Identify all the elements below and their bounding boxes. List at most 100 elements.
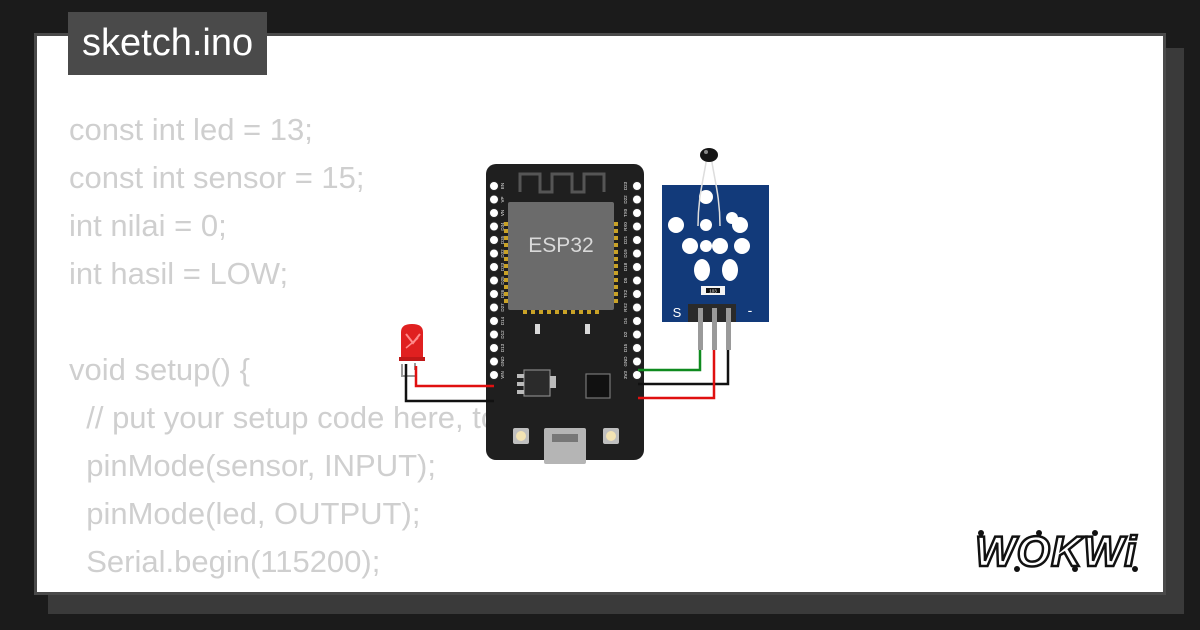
- red-led[interactable]: [399, 324, 425, 377]
- board-pin[interactable]: [489, 221, 499, 232]
- chip-pad: [504, 236, 508, 240]
- micro-usb-port[interactable]: [544, 428, 586, 464]
- board-pin[interactable]: [632, 316, 642, 326]
- code-line: const int led = 13;: [69, 112, 313, 147]
- board-pin[interactable]: [489, 302, 499, 313]
- esp32-board[interactable]: ESP32 ENVPVND34D35D32D33D25D26D27D14D12D…: [486, 164, 644, 464]
- board-pin[interactable]: [632, 235, 642, 245]
- board-pin-label: D4: [623, 318, 628, 324]
- chip-pad: [504, 271, 508, 275]
- chip-pad: [614, 299, 618, 303]
- chip-pad: [531, 310, 535, 314]
- code-line: pinMode(sensor, INPUT);: [69, 448, 436, 483]
- thermistor-module[interactable]: 103 S -: [662, 148, 769, 350]
- chip-pad: [563, 310, 567, 314]
- board-pin-label: D32: [500, 249, 505, 258]
- board-pin-label: D13: [500, 343, 505, 352]
- chip-pad: [504, 299, 508, 303]
- code-line: }: [69, 586, 636, 592]
- chip-pad: [587, 310, 591, 314]
- board-pin[interactable]: [489, 248, 499, 259]
- board-pin[interactable]: [632, 370, 642, 380]
- wire-green-signal[interactable]: [638, 350, 702, 372]
- filename-tab[interactable]: sketch.ino: [68, 12, 268, 75]
- chip-pad: [504, 278, 508, 282]
- board-pin-label: VIN: [500, 371, 505, 379]
- board-pin-label: EN: [500, 183, 505, 189]
- chip-pad: [504, 264, 508, 268]
- board-pin-label: RX0: [623, 222, 628, 231]
- code-line: void setup() {: [69, 352, 250, 387]
- board-pin[interactable]: [489, 275, 499, 286]
- board-pin-label: D18: [623, 262, 628, 271]
- chip-shield: [508, 202, 614, 310]
- chip-pad: [614, 229, 618, 233]
- wire-red-power[interactable]: [638, 350, 716, 400]
- board-pin-label: GND: [623, 356, 628, 367]
- board-pin[interactable]: [489, 370, 499, 380]
- antenna-trace: [518, 172, 606, 194]
- board-pin[interactable]: [489, 181, 499, 191]
- chip-pad: [614, 250, 618, 254]
- chip-pad: [614, 257, 618, 261]
- board-pin-label: RX2: [623, 303, 628, 312]
- wokwi-logo[interactable]: WOKWi: [975, 525, 1155, 575]
- board-pin-label: D15: [623, 343, 628, 352]
- board-pin-label: D22: [623, 195, 628, 204]
- chip-castellations: [504, 222, 618, 314]
- pin-signal-label: S: [673, 305, 682, 320]
- board-pin-label: D35: [500, 235, 505, 244]
- board-pin-label: D23: [623, 181, 628, 190]
- wire-black-led[interactable]: [404, 364, 494, 403]
- wire-black-ground[interactable]: [638, 350, 730, 386]
- resistor-label: 103: [709, 289, 717, 294]
- chip-label: ESP32: [528, 234, 593, 257]
- board-pin-label: D12: [500, 330, 505, 339]
- board-pin-label: D19: [623, 249, 628, 258]
- code-line: int hasil = LOW;: [69, 256, 289, 291]
- board-pin[interactable]: [632, 289, 642, 299]
- board-pin-label: D21: [623, 235, 628, 244]
- chip-pad: [571, 310, 575, 314]
- board-pin-label: 3V3: [623, 371, 628, 380]
- smd-part: [585, 324, 590, 334]
- board-pin[interactable]: [632, 248, 642, 259]
- board-pin[interactable]: [632, 208, 642, 218]
- code-line: Serial.begin(115200);: [69, 544, 381, 579]
- board-pin-label: VN: [500, 210, 505, 216]
- wire-red-led[interactable]: [414, 366, 494, 388]
- board-pin[interactable]: [632, 302, 642, 313]
- board-pin[interactable]: [489, 208, 499, 218]
- pin-minus-label: -: [748, 302, 753, 318]
- board-pin-label: D34: [500, 222, 505, 231]
- board-pin[interactable]: [632, 194, 642, 205]
- board-pin[interactable]: [632, 329, 642, 340]
- board-pin-headers: ENVPVND34D35D32D33D25D26D27D14D12D13GNDV…: [489, 181, 642, 380]
- board-pin[interactable]: [489, 235, 499, 245]
- board-pin[interactable]: [632, 221, 642, 232]
- board-pin[interactable]: [632, 262, 642, 272]
- board-pin[interactable]: [489, 356, 499, 367]
- thermistor-bead: [700, 148, 718, 162]
- board-pin-label: VP: [500, 196, 505, 202]
- usb-uart-chip: [585, 373, 611, 399]
- board-pin-label: D27: [500, 303, 505, 312]
- board-pin[interactable]: [489, 343, 499, 353]
- chip-pad: [523, 310, 527, 314]
- board-pin-label: D2: [623, 331, 628, 337]
- board-pin[interactable]: [489, 262, 499, 272]
- board-pin[interactable]: [632, 275, 642, 286]
- chip-pad: [504, 250, 508, 254]
- board-pin-label: D25: [500, 276, 505, 285]
- chip-pad: [504, 222, 508, 226]
- board-pin-label: TX2: [623, 289, 628, 298]
- wires: [404, 350, 730, 403]
- board-pin[interactable]: [489, 329, 499, 340]
- code-line: int nilai = 0;: [69, 208, 227, 243]
- board-pin[interactable]: [632, 181, 642, 191]
- board-pin[interactable]: [632, 343, 642, 353]
- board-pin[interactable]: [489, 289, 499, 299]
- board-pin[interactable]: [632, 356, 642, 367]
- board-pin[interactable]: [489, 316, 499, 326]
- board-pin[interactable]: [489, 194, 499, 205]
